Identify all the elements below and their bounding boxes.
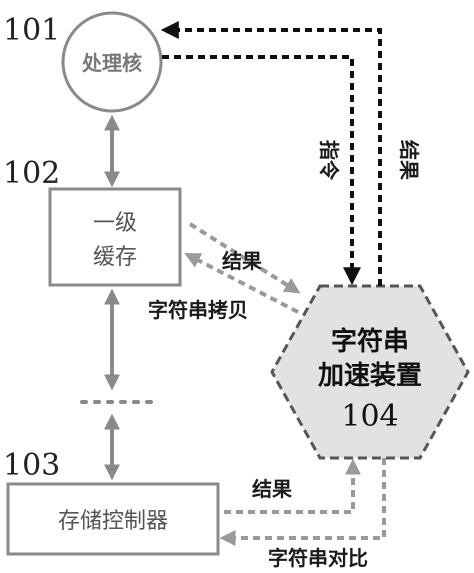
core-ref-number: 101 [3, 13, 60, 48]
l1-cache-label-line1: 一级 [93, 211, 137, 236]
accelerator-label-line2: 加速装置 [318, 361, 422, 391]
result-to-core-label-text: 结果 [397, 140, 421, 180]
string-copy-label: 字符串拷贝 [148, 298, 248, 322]
l1-cache-box [48, 187, 182, 287]
result-to-core-label: 结果 [397, 140, 421, 180]
cache-ref-number: 102 [3, 156, 60, 191]
result-to-core-arrow [160, 21, 382, 286]
result-to-cache-label: 结果 [222, 249, 262, 273]
instruction-arrow [162, 55, 361, 286]
result-to-mem-label: 结果 [252, 477, 292, 501]
accelerator-ref-number: 104 [341, 399, 398, 434]
string-compare-arrow [219, 458, 386, 546]
string-compare-label: 字符串对比 [268, 546, 368, 570]
accelerator-label-line1: 字符串 [331, 326, 409, 357]
result-to-cache-arrow [184, 253, 299, 314]
memory-controller-box [6, 482, 220, 556]
instruction-label-text: 指令 [317, 140, 341, 181]
result-to-mem-arrow [224, 458, 361, 514]
string-copy-arrow [188, 222, 301, 294]
core-circle [61, 11, 163, 113]
memctrl-ref-number: 103 [3, 448, 60, 483]
l1-cache-label-line2: 缓存 [93, 245, 137, 270]
accelerator-hexagon [270, 284, 470, 460]
core-label: 处理核 [81, 51, 142, 75]
memory-controller-label: 存储控制器 [58, 509, 168, 534]
instruction-label: 指令 [317, 140, 341, 181]
